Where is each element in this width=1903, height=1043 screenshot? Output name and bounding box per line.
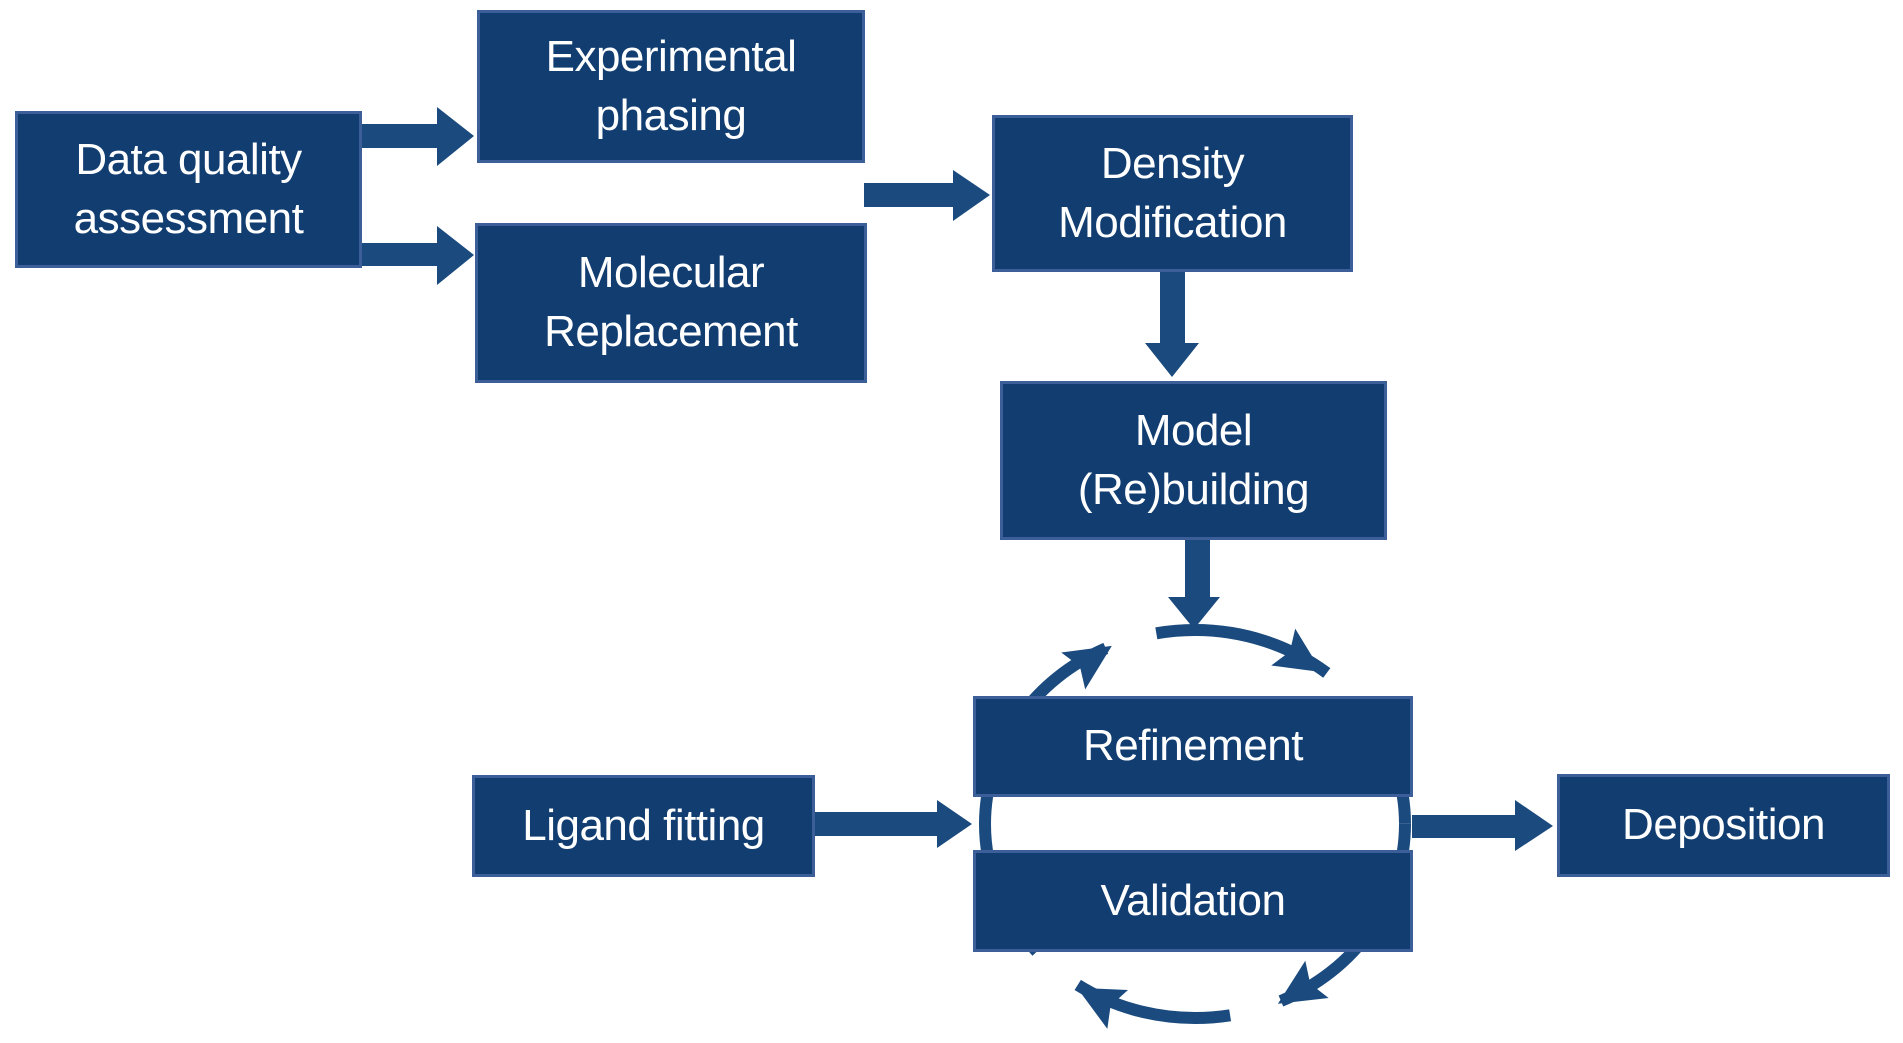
- node-ligand-fitting: Ligand fitting: [472, 775, 815, 877]
- node-deposition: Deposition: [1557, 774, 1890, 877]
- refinement-validation-cycle-ellipse: [979, 624, 1411, 1024]
- arrow-ligand-fitting-to-cycle: [815, 800, 972, 848]
- node-data-quality-assessment: Data quality assessment: [15, 111, 362, 268]
- arrow-model-rebuilding-to-cycle: [1168, 540, 1220, 629]
- node-experimental-phasing: Experimental phasing: [477, 10, 865, 163]
- arrow-data-quality-to-molecular-replacement: [362, 226, 474, 285]
- cycle-arrowhead-bottom-right-icon: [1277, 960, 1329, 1004]
- arrow-data-quality-to-experimental-phasing: [362, 107, 474, 166]
- node-validation: Validation: [973, 850, 1413, 952]
- cycle-arrowhead-bottom-left-icon: [1077, 987, 1128, 1029]
- node-model-rebuilding: Model (Re)building: [1000, 381, 1387, 540]
- arrow-phasing-to-density-modification: [864, 170, 990, 221]
- arrow-density-modification-to-model-rebuilding: [1145, 272, 1199, 377]
- cycle-arrowhead-top-left-icon: [1061, 645, 1112, 690]
- cycle-arrowhead-top-right-icon: [1271, 628, 1322, 673]
- node-density-modification: Density Modification: [992, 115, 1353, 272]
- node-molecular-replacement: Molecular Replacement: [475, 223, 867, 383]
- node-refinement: Refinement: [973, 696, 1413, 797]
- arrow-cycle-to-deposition: [1412, 800, 1553, 851]
